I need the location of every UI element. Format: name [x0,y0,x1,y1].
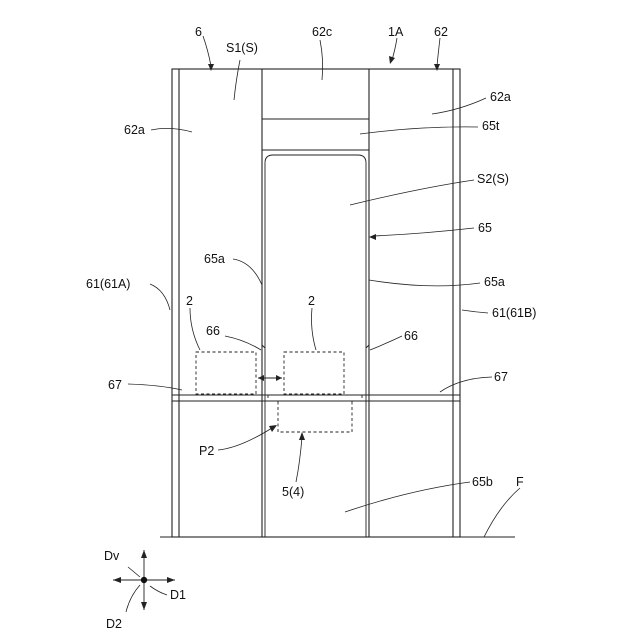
leader-65-arrow [369,234,376,240]
label-f: F [516,475,524,489]
label-62c: 62c [312,25,332,39]
leader-61a [150,284,170,310]
label-62a-right: 62a [490,90,511,104]
leader-2-left [190,308,200,350]
leader-5-arrow [299,432,305,440]
label-65t: 65t [482,119,500,133]
leader-65b [345,482,470,512]
outer-frame [172,69,460,537]
door-65 [265,155,366,537]
leader-5 [296,437,302,482]
leader-f [484,488,520,537]
leader-d2 [126,585,140,612]
leader-6 [203,36,211,66]
label-61b: 61(61B) [492,306,536,320]
label-d2: D2 [106,617,122,631]
label-66-right: 66 [404,329,418,343]
leader-p2 [218,428,272,450]
axis-left-arrow [113,577,121,583]
leader-67-right [440,377,492,392]
leader-66-left [225,336,261,350]
leader-65 [373,228,474,236]
label-p2: P2 [199,444,214,458]
label-65a-right: 65a [484,275,505,289]
leader-2-right [312,308,317,350]
leader-p2-arrow [269,425,277,432]
label-66-left: 66 [206,324,220,338]
axis-origin [141,577,147,583]
label-65a-left: 65a [204,252,225,266]
label-67-left: 67 [108,378,122,392]
label-62: 62 [434,25,448,39]
leader-66-right [370,336,402,350]
leader-1a-arrow [389,56,395,64]
leader-61b [462,310,488,313]
leader-62 [437,38,440,66]
label-67-right: 67 [494,370,508,384]
leader-65a-left [233,259,262,285]
leader-dv [128,567,140,577]
label-65b: 65b [472,475,493,489]
leader-62a-right [432,98,486,114]
object-2-left [196,352,256,394]
label-1a: 1A [388,25,404,39]
leader-62c [320,40,323,80]
label-61a: 61(61A) [86,277,130,291]
label-d1: D1 [170,588,186,602]
gap-arrow-head-left [258,375,264,381]
leader-62-arrow [434,64,440,71]
label-s1: S1(S) [226,41,258,55]
label-5: 5(4) [282,485,304,499]
object-2-right [284,352,344,394]
label-2-left: 2 [186,294,193,308]
leader-d1 [150,586,167,595]
leader-1a [392,38,397,60]
label-2-right: 2 [308,294,315,308]
label-6: 6 [195,25,202,39]
label-62a-left: 62a [124,123,145,137]
label-s2: S2(S) [477,172,509,186]
gap-arrow-head-right [276,375,282,381]
leader-s1 [234,60,240,100]
leader-67-left [128,384,182,390]
label-65: 65 [478,221,492,235]
leader-65a-right [369,280,480,286]
axis-right-arrow [167,577,175,583]
label-dv: Dv [104,549,120,563]
axis-down-arrow [141,602,147,610]
axis-up-arrow [141,550,147,558]
leader-6-arrow [208,64,214,71]
